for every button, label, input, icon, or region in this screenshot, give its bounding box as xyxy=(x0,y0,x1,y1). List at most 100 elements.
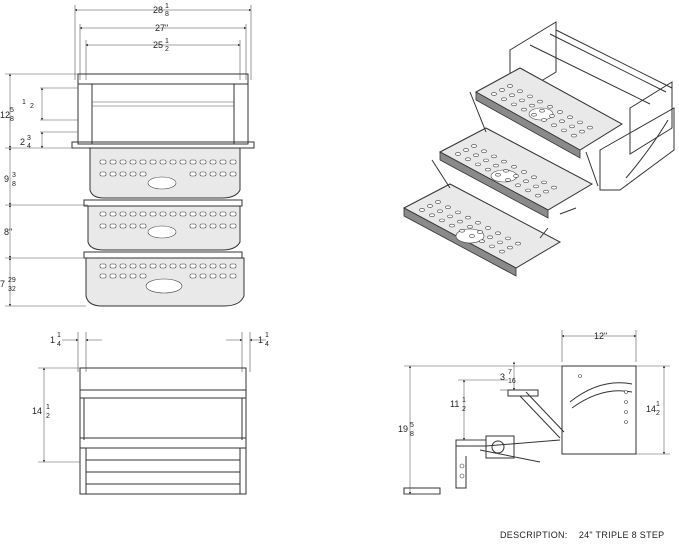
tread-slot xyxy=(159,211,167,217)
front-hole-pattern xyxy=(99,159,237,279)
iso-tread-slot xyxy=(493,163,499,168)
iso-tread-slot xyxy=(499,249,505,254)
tread-slot xyxy=(229,171,237,177)
iso-tread-slot xyxy=(537,99,543,104)
tread-slot xyxy=(199,211,207,217)
top-gap-den: 2 xyxy=(30,103,34,110)
front-view: 28 1 8 27" 25 1 2 xyxy=(0,3,255,307)
tread-slot xyxy=(229,211,237,217)
iso-tread-slot xyxy=(491,154,497,159)
side-right-whole: 14 xyxy=(646,404,656,414)
iso-tread-slot xyxy=(447,214,453,219)
iso-tread-slot xyxy=(457,219,463,224)
tread-slot xyxy=(229,159,237,165)
tread-slot xyxy=(189,273,197,279)
iso-tread-slot xyxy=(501,97,507,101)
tread-slot xyxy=(179,159,187,165)
iso-tread-slot xyxy=(505,178,511,182)
depth-num: 1 xyxy=(46,404,50,411)
iso-tread-slot xyxy=(505,236,511,241)
side-small-whole: 3 xyxy=(500,372,505,382)
rise-1-den: 8 xyxy=(12,181,16,188)
iso-tread-slot xyxy=(475,221,481,225)
right-flange-num: 1 xyxy=(265,332,269,339)
iso-tread-slot xyxy=(465,215,471,220)
tread-slot xyxy=(119,171,127,177)
tread-slot xyxy=(209,159,217,165)
tread-slot xyxy=(159,159,167,165)
iso-tread-slot xyxy=(469,234,475,238)
tread-slot xyxy=(129,159,137,165)
tread-slot xyxy=(219,263,227,269)
offset-whole: 2 xyxy=(20,137,25,147)
iso-tread-slot xyxy=(531,175,537,179)
total-height-whole: 12 xyxy=(0,110,10,120)
iso-tread-slot xyxy=(541,180,547,185)
tread-slot xyxy=(109,211,117,217)
tread-slot xyxy=(189,171,197,177)
iso-tread-slot xyxy=(437,209,443,213)
tread-slot xyxy=(119,211,127,217)
tread-slot xyxy=(119,273,127,279)
iso-tread-slot xyxy=(543,189,549,194)
tread-slot xyxy=(119,223,127,229)
bottom-view: 1 1 4 1 1 4 14 1 2 xyxy=(32,332,269,495)
tread-slot xyxy=(99,223,107,229)
tread-slot xyxy=(209,263,217,269)
depth-whole: 14 xyxy=(32,406,42,416)
overall-width-whole: 28 xyxy=(153,5,163,15)
tread-slot xyxy=(219,171,227,177)
tread-slot xyxy=(199,159,207,165)
right-flange-whole: 1 xyxy=(258,335,263,345)
iso-tread-slot xyxy=(491,92,497,96)
step-width-den: 2 xyxy=(165,46,169,53)
iso-tread-slot xyxy=(509,93,515,97)
iso-tread-slot xyxy=(471,144,477,148)
tread-slot xyxy=(139,223,147,229)
iso-tread-slot xyxy=(551,123,557,127)
tread-slot xyxy=(129,223,137,229)
tread-slot xyxy=(129,273,137,279)
iso-tread-slot xyxy=(485,167,491,172)
side-overall-den: 8 xyxy=(410,431,414,438)
side-small-num: 7 xyxy=(508,369,512,376)
iso-tread-slot xyxy=(579,129,585,134)
iso-tread-slot xyxy=(459,229,465,233)
iso-tread-slot xyxy=(561,128,567,133)
side-mid-num: 1 xyxy=(462,397,466,404)
iso-tread-slot xyxy=(551,185,557,190)
side-small-den: 16 xyxy=(508,378,516,385)
step-width-whole: 25 xyxy=(153,40,163,50)
tread-slot xyxy=(139,263,147,269)
tread-slot xyxy=(229,263,237,269)
iso-tread-slot xyxy=(439,218,445,223)
tread-slot xyxy=(229,273,237,279)
tread-slot xyxy=(179,263,187,269)
frame-width-label: 27" xyxy=(155,23,168,33)
bottom-frame xyxy=(79,367,247,495)
iso-tread-slot xyxy=(569,124,575,129)
tread-slot xyxy=(99,273,107,279)
tread-slot xyxy=(119,263,127,269)
tread-slot xyxy=(219,223,227,229)
tread-slot xyxy=(229,223,237,229)
iso-tread-slot xyxy=(513,174,519,178)
left-flange-den: 4 xyxy=(57,341,61,348)
tread-slot xyxy=(139,211,147,217)
tread-slot xyxy=(219,273,227,279)
tread-slot xyxy=(209,223,217,229)
iso-tread-slot xyxy=(479,239,485,243)
iso-tread-slot xyxy=(485,226,491,230)
tread-slot xyxy=(209,171,217,177)
iso-tread-slot xyxy=(495,173,501,177)
tread-slot xyxy=(169,211,177,217)
iso-tread-slot xyxy=(519,98,525,103)
iso-tread-slot xyxy=(427,204,433,208)
iso-tread-slot xyxy=(511,102,517,107)
iso-tread-slot xyxy=(523,179,529,183)
iso-tread-slot xyxy=(467,225,473,229)
iso-tread-slot xyxy=(445,205,451,209)
rise-3-whole: 7 xyxy=(0,279,5,289)
iso-tread-slot xyxy=(521,107,527,112)
